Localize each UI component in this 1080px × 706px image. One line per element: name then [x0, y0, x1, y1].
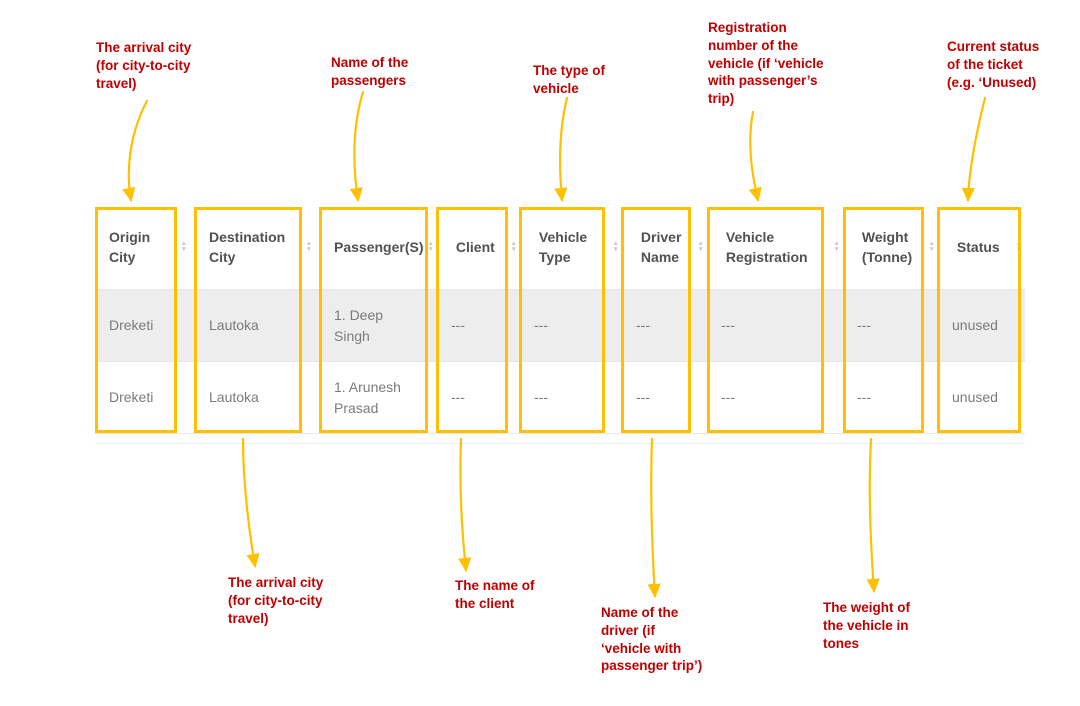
- column-header-label: Vehicle Registration: [725, 228, 808, 265]
- table-cell: ---: [857, 317, 871, 333]
- table-cell: Lautoka: [209, 317, 259, 333]
- sort-icon: ▲▼: [305, 240, 312, 253]
- sort-icon: ▲▼: [510, 240, 517, 253]
- table-header-row: Origin City ▲▼ Destination City ▲▼ Passe…: [95, 205, 1025, 290]
- column-header-origin-city[interactable]: Origin City ▲▼: [95, 205, 195, 289]
- annotation-arrow: [458, 437, 472, 573]
- table-cell: ---: [721, 389, 735, 405]
- annotation-passengers: Name of the passengers: [331, 55, 409, 88]
- annotation-arrow: [349, 90, 365, 203]
- annotation-destination-city: The arrival city (for city-to-city trave…: [228, 575, 324, 626]
- annotation-arrow: [554, 96, 569, 203]
- column-header-label: Client: [455, 238, 495, 255]
- annotation-origin-city: The arrival city (for city-to-city trave…: [96, 40, 192, 91]
- column-header-passengers[interactable]: Passenger(S) ▲▼: [320, 205, 442, 289]
- annotation-vehicle-registration: Registration number of the vehicle (if ‘…: [708, 20, 824, 107]
- sort-icon: ▲▼: [427, 240, 434, 253]
- table-cell: ---: [636, 317, 650, 333]
- annotation-driver-name: Name of the driver (if ‘vehicle with pas…: [601, 605, 703, 674]
- table-cell: Dreketi: [109, 317, 154, 333]
- annotation-arrow: [122, 99, 149, 203]
- table-row: Dreketi Lautoka 1. Arunesh Prasad --- --…: [95, 362, 1025, 434]
- column-header-client[interactable]: Client ▲▼: [442, 205, 525, 289]
- column-header-vehicle-type[interactable]: Vehicle Type ▲▼: [525, 205, 627, 289]
- column-header-label: Origin City: [109, 228, 151, 265]
- table-cell: ---: [721, 317, 735, 333]
- annotation-client: The name of the client: [455, 578, 535, 611]
- column-header-label: Driver Name: [640, 228, 682, 265]
- table-cell: ---: [451, 389, 465, 405]
- column-header-driver-name[interactable]: Driver Name ▲▼: [627, 205, 712, 289]
- table-cell: ---: [534, 389, 548, 405]
- sort-icon: ▲▼: [1015, 240, 1022, 253]
- sort-icon: ▲▼: [928, 240, 935, 253]
- column-header-label: Status: [956, 238, 1000, 255]
- annotation-arrow: [241, 437, 260, 569]
- annotation-arrow: [647, 437, 661, 599]
- tickets-table: Origin City ▲▼ Destination City ▲▼ Passe…: [95, 205, 1025, 434]
- table-row: Dreketi Lautoka 1. Deep Singh --- --- --…: [95, 290, 1025, 362]
- table-cell: Dreketi: [109, 389, 154, 405]
- column-header-label: Vehicle Type: [538, 228, 588, 265]
- column-header-vehicle-registration[interactable]: Vehicle Registration ▲▼: [712, 205, 848, 289]
- annotation-weight: The weight of the vehicle in tones: [823, 600, 910, 651]
- table-cell: 1. Deep Singh: [334, 306, 384, 344]
- column-header-label: Passenger(S): [334, 238, 424, 255]
- column-header-destination-city[interactable]: Destination City ▲▼: [195, 205, 320, 289]
- table-cell: unused: [952, 389, 998, 405]
- table-cell: unused: [952, 317, 998, 333]
- column-header-weight[interactable]: Weight (Tonne) ▲▼: [848, 205, 943, 289]
- sort-icon: ▲▼: [180, 240, 187, 253]
- column-header-status[interactable]: Status ▲▼: [943, 205, 1030, 289]
- column-header-label: Destination City: [209, 228, 286, 265]
- annotation-arrow: [866, 437, 880, 594]
- annotation-status: Current status of the ticket (e.g. ‘Unus…: [947, 39, 1040, 90]
- table-cell: ---: [636, 389, 650, 405]
- annotation-vehicle-type: The type of vehicle: [533, 63, 606, 96]
- annotation-arrow: [748, 110, 762, 203]
- table-cell: Lautoka: [209, 389, 259, 405]
- sort-icon: ▲▼: [697, 240, 704, 253]
- table-cell: 1. Arunesh Prasad: [334, 378, 401, 416]
- table-bottom-divider: [95, 443, 1025, 444]
- table-cell: ---: [857, 389, 871, 405]
- annotation-arrow: [961, 96, 987, 203]
- table-cell: ---: [451, 317, 465, 333]
- sort-icon: ▲▼: [833, 240, 840, 253]
- sort-icon: ▲▼: [612, 240, 619, 253]
- column-header-label: Weight (Tonne): [861, 228, 913, 265]
- table-cell: ---: [534, 317, 548, 333]
